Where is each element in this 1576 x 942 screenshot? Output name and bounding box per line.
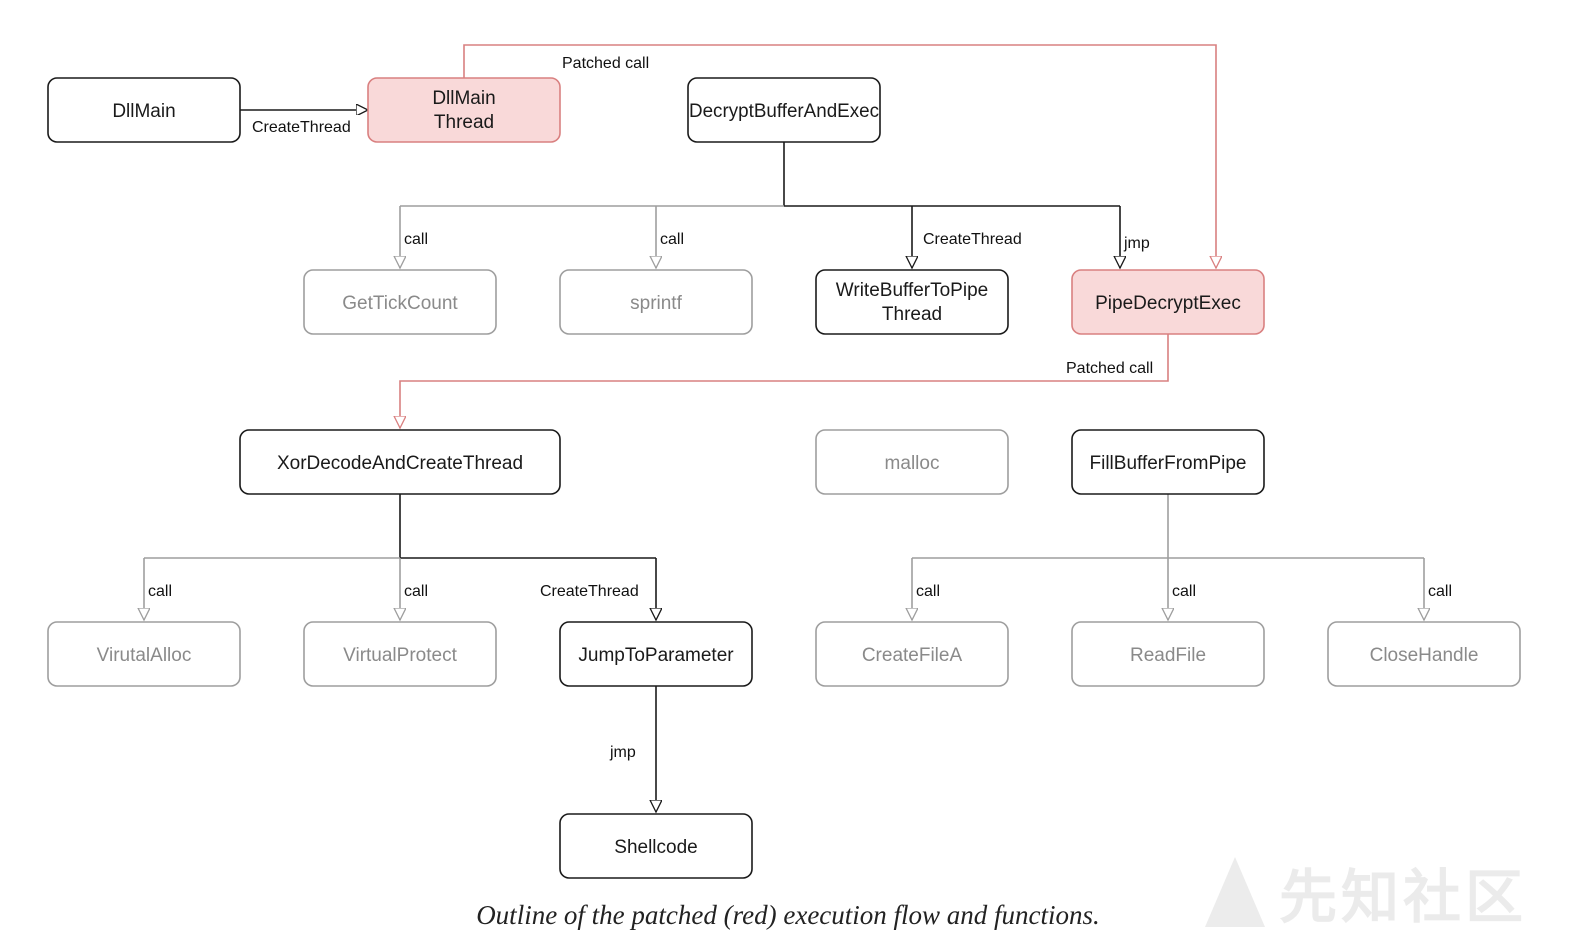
node-pipe-decrypt-exec: PipeDecryptExec (1071, 269, 1265, 335)
node-createfilea-label: CreateFileA (862, 645, 963, 666)
node-sprintf: sprintf (559, 269, 753, 335)
figure-caption: Outline of the patched (red) execution f… (476, 900, 1100, 930)
node-virutalalloc-label: VirutalAlloc (97, 645, 192, 666)
edge-patched-call-pipe (400, 334, 1169, 428)
label-jmp-pipe: jmp (1123, 235, 1150, 252)
node-dllmain-thread: DllMain Thread (367, 77, 561, 143)
label-call-closehandle: call (1428, 583, 1452, 600)
label-patched-call-pipe: Patched call (1066, 360, 1153, 377)
label-call-createfilea: call (916, 583, 940, 600)
node-closehandle: CloseHandle (1327, 621, 1521, 687)
node-jump-to-parameter: JumpToParameter (559, 621, 753, 687)
node-shellcode: Shellcode (559, 813, 753, 879)
node-shellcode-label: Shellcode (614, 837, 697, 858)
node-dllmain: DllMain (47, 77, 241, 143)
node-virtualprotect: VirtualProtect (303, 621, 497, 687)
node-dllmain-label: DllMain (112, 101, 175, 122)
label-createthread-dllmain: CreateThread (252, 119, 351, 136)
node-malloc-label: malloc (885, 453, 940, 474)
node-fill-buffer-from-pipe: FillBufferFromPipe (1071, 429, 1265, 495)
node-decrypt-buffer-and-exec-label: DecryptBufferAndExec (689, 101, 879, 122)
node-xor-decode-label: XorDecodeAndCreateThread (277, 453, 523, 474)
watermark-logo-icon (1205, 857, 1265, 927)
node-closehandle-label: CloseHandle (1370, 645, 1479, 666)
node-readfile: ReadFile (1071, 621, 1265, 687)
edge-patched-call-top (463, 44, 1216, 268)
node-gettickcount: GetTickCount (303, 269, 497, 335)
label-call-gettickcount: call (404, 231, 428, 248)
label-createthread-jump: CreateThread (540, 583, 639, 600)
node-virutalalloc: VirutalAlloc (47, 621, 241, 687)
node-write-buffer-label-1: WriteBufferToPipe (836, 280, 988, 301)
node-dllmain-thread-label-2: Thread (434, 112, 494, 133)
label-patched-call-top: Patched call (562, 55, 649, 72)
node-decrypt-buffer-and-exec: DecryptBufferAndExec (687, 77, 881, 143)
watermark: 先知社区 (1205, 852, 1565, 932)
node-createfilea: CreateFileA (815, 621, 1009, 687)
label-jmp-shellcode: jmp (609, 744, 636, 761)
node-gettickcount-label: GetTickCount (342, 293, 458, 314)
node-pipe-decrypt-exec-label: PipeDecryptExec (1095, 293, 1241, 314)
node-jump-to-parameter-label: JumpToParameter (578, 645, 734, 666)
node-dllmain-thread-label-1: DllMain (432, 88, 495, 109)
node-malloc: malloc (815, 429, 1009, 495)
node-xor-decode-and-create-thread: XorDecodeAndCreateThread (239, 429, 561, 495)
label-call-virutalalloc: call (148, 583, 172, 600)
node-write-buffer-to-pipe-thread: WriteBufferToPipe Thread (815, 269, 1009, 335)
node-virtualprotect-label: VirtualProtect (343, 645, 457, 666)
watermark-text: 先知社区 (1279, 863, 1528, 931)
node-readfile-label: ReadFile (1130, 645, 1206, 666)
label-call-sprintf: call (660, 231, 684, 248)
node-sprintf-label: sprintf (630, 293, 682, 314)
node-fill-buffer-label: FillBufferFromPipe (1090, 453, 1247, 474)
node-write-buffer-label-2: Thread (882, 304, 942, 325)
label-call-virtualprotect: call (404, 583, 428, 600)
label-call-readfile: call (1172, 583, 1196, 600)
label-createthread-write: CreateThread (923, 231, 1022, 248)
